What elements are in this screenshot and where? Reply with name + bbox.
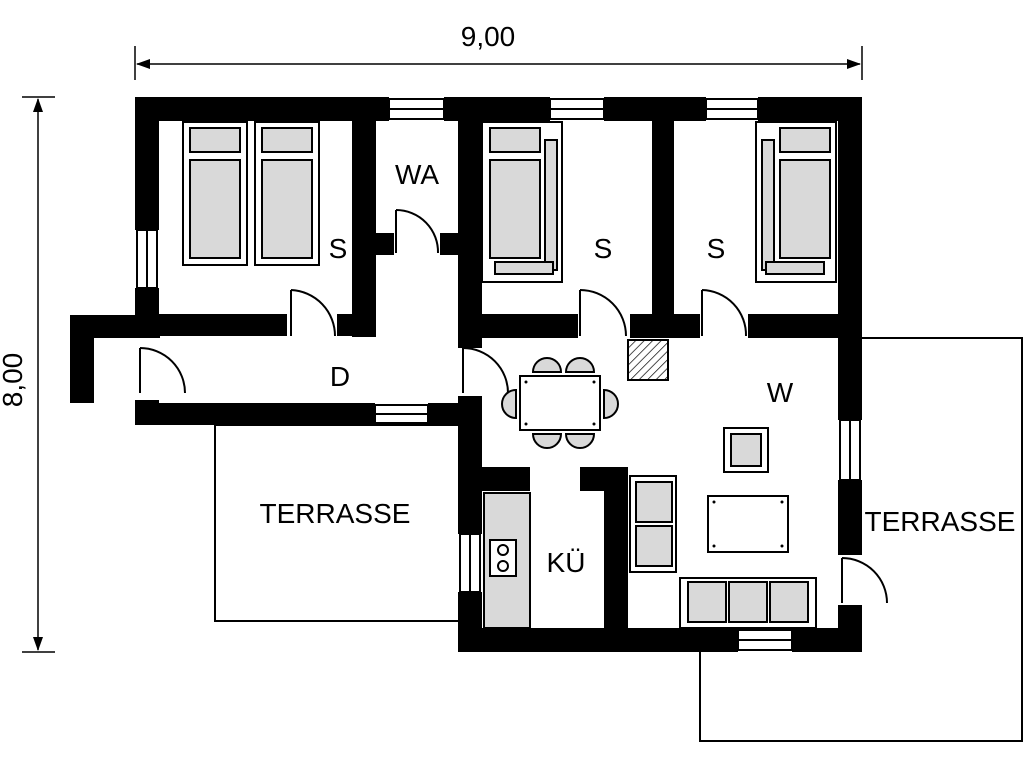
width-label: 9,00	[461, 21, 516, 52]
room-label-washroom: WA	[395, 159, 439, 190]
room-label-living-room: W	[767, 377, 794, 408]
bunk-bed-icon	[481, 121, 563, 283]
sofa-icon	[679, 577, 817, 629]
dining-table-icon	[519, 375, 601, 431]
room-label-hallway: D	[330, 361, 350, 392]
room-label-terrace-right: TERRASSE	[865, 506, 1016, 537]
table-details	[524, 380, 784, 548]
kitchen-counter-icon	[483, 492, 531, 629]
windows	[136, 98, 861, 651]
chair-icon	[501, 357, 619, 449]
room-label-terrace-left: TERRASSE	[260, 498, 411, 529]
width-dimension	[134, 46, 863, 80]
loveseat-icon	[629, 475, 677, 573]
terrace-right-outline	[699, 337, 1023, 742]
walls	[70, 97, 862, 652]
double-bed-icon	[182, 121, 320, 266]
room-label-bedroom-1: S	[329, 233, 348, 264]
room-label-kitchen: KÜ	[547, 547, 586, 578]
doors	[139, 209, 888, 604]
height-dimension	[22, 96, 55, 653]
room-label-bedroom-2: S	[594, 233, 613, 264]
coffee-table-icon	[707, 495, 789, 553]
height-label: 8,00	[0, 353, 28, 408]
bunk-bed-icon-2	[755, 121, 837, 283]
furniture	[182, 121, 837, 629]
room-label-bedroom-3: S	[707, 233, 726, 264]
stove-icon	[627, 339, 669, 381]
